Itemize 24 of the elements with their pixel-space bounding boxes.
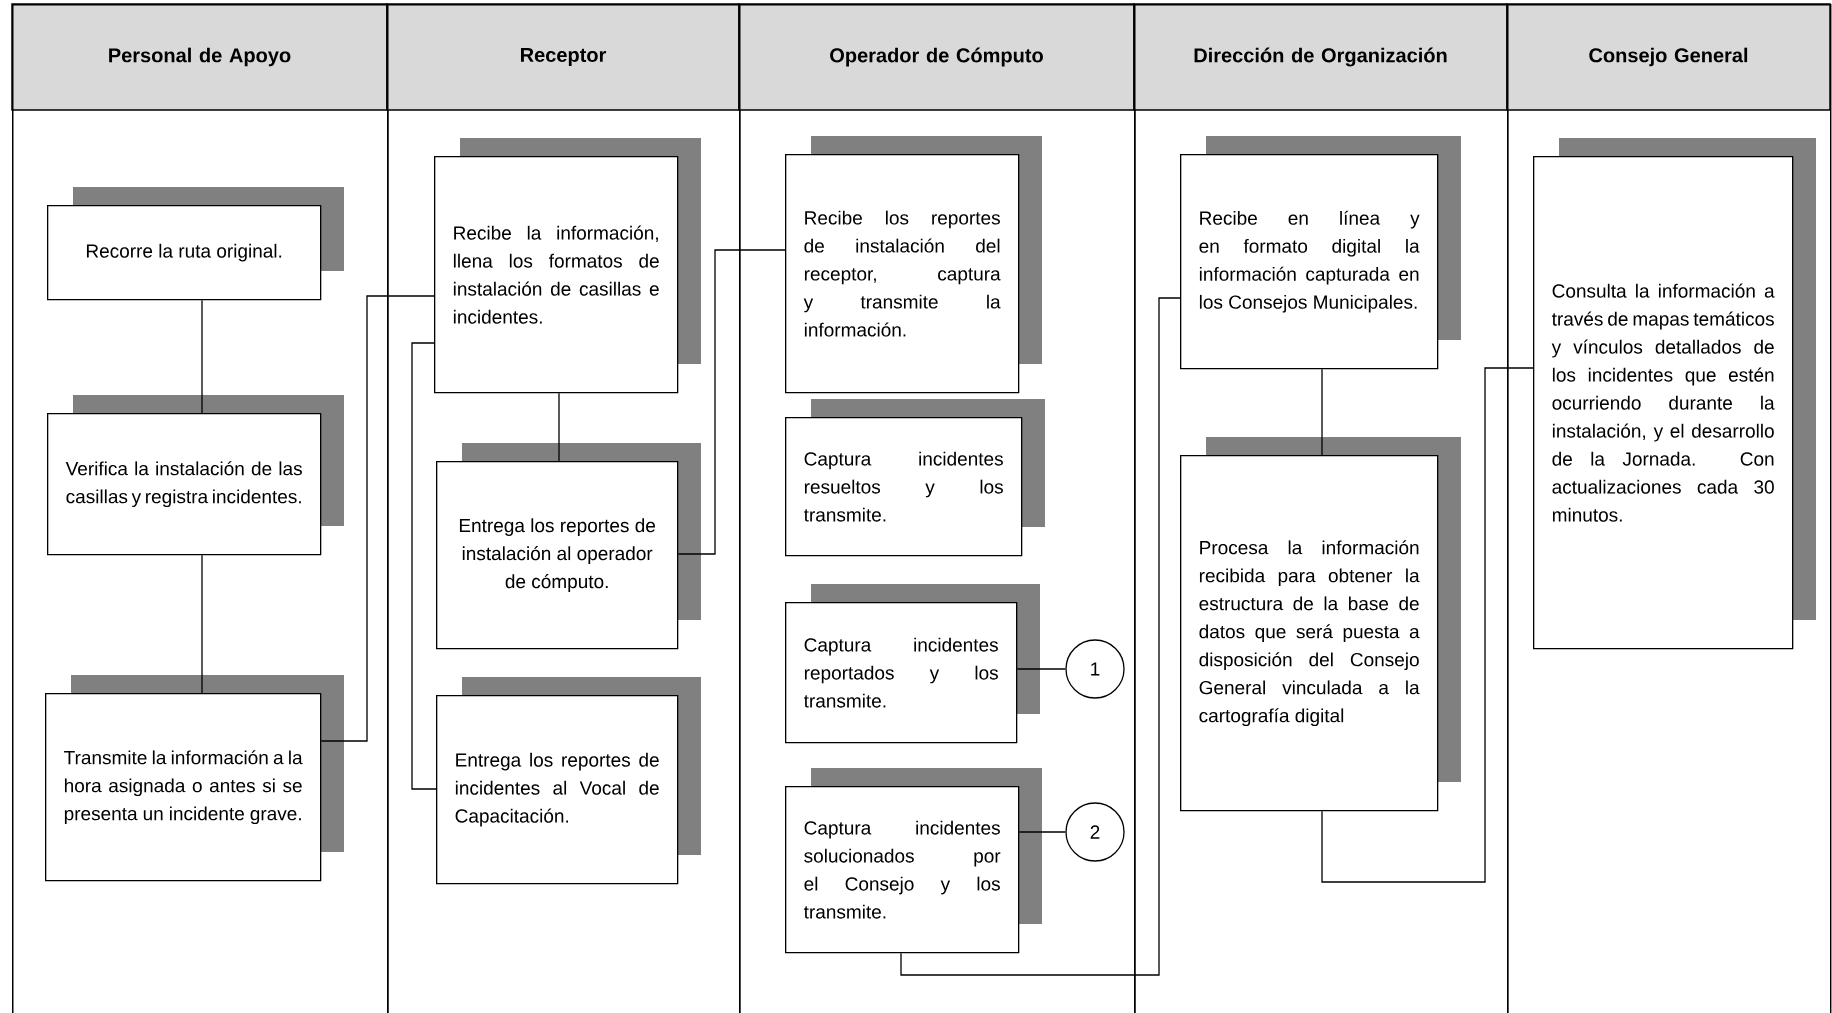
connector-line (900, 297, 1181, 976)
process-box: Entrega los reportes de incidentes al Vocal de Capacitación. (436, 677, 701, 885)
connector-line (1321, 367, 1534, 883)
connector-line (1016, 668, 1066, 670)
connector-line (201, 554, 203, 694)
connector-line (320, 295, 435, 742)
process-box: Captura incidentes reportados y los transmite. (785, 584, 1040, 744)
connector-line (201, 299, 203, 414)
connector-line (1018, 831, 1066, 833)
connector-line (411, 342, 437, 790)
process-box: Captura incidentes solucionados por el Consejo y los transmite. (785, 768, 1042, 954)
process-box: Procesa la información recibida para obtener la estructura de la base de datos que será puesta a disposición del Consejo General vinculada a la cartografía digital (1180, 437, 1461, 812)
process-box: Recibe la información, llena los formatos de instalación de casillas e incidentes. (434, 138, 701, 394)
connector-line (677, 249, 786, 555)
connector-line (1321, 368, 1323, 456)
process-box: Recibe los reportes de instalación del receptor, captura y transmite la información. (785, 136, 1042, 394)
process-box: Transmite la información a la hora asignada o antes si se presenta un incidente grave. (45, 675, 344, 882)
process-box: Captura incidentes resueltos y los transmite. (785, 399, 1045, 557)
connector-line (558, 392, 560, 462)
process-box: Recibe en línea y en formato digital la información capturada en los Consejos Municipales. (1180, 136, 1461, 370)
process-box: Verifica la instalación de las casillas y registra incidentes. (47, 395, 344, 556)
process-box: Recorre la ruta original. (47, 187, 344, 301)
process-box: Entrega los reportes de instalación al operador de cómputo. (436, 443, 701, 650)
process-box: Consulta la información a través de mapas temáticos y vínculos detallados de los incidentes que estén ocurriendo durante la instalación, y el desarrollo de la Jornada. Con actualizaciones cada 30 minutos. (1533, 138, 1816, 650)
